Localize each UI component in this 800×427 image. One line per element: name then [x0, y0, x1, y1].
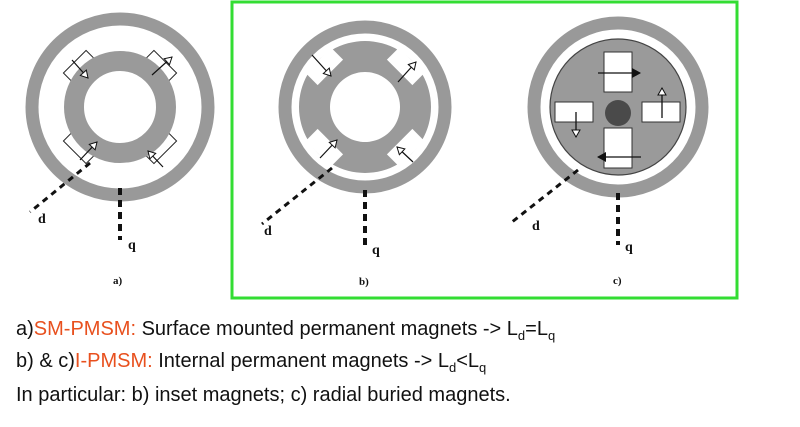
caption-particular: In particular: b) inset magnets; c) radi…: [16, 384, 511, 406]
panel-a-sm-pmsm: d q a): [25, 12, 215, 287]
magnetization-arrows: [571, 68, 667, 162]
interior-pm-frame: [230, 0, 739, 300]
magnetization-arrows: [311, 54, 417, 163]
panel-b-inset: d q b): [261, 20, 452, 288]
stator-ring: [25, 12, 215, 202]
panel-label: b): [359, 276, 369, 288]
caption-text: Internal permanent magnets -> L: [152, 350, 449, 372]
d-axis-label: d: [532, 219, 540, 234]
motor-diagram: d q a) d q b): [25, 0, 739, 300]
d-axis-label: d: [38, 212, 46, 227]
panel-label: c): [613, 275, 622, 287]
machine-type-label: SM-PMSM:: [33, 318, 137, 340]
caption-i-pmsm: b) & c)I-PMSM: Internal permanent magnet…: [16, 350, 486, 375]
subscript-q: q: [479, 360, 487, 375]
shaft: [605, 100, 631, 126]
q-axis-label: q: [128, 238, 136, 253]
buried-magnets: [554, 51, 681, 169]
d-axis-line: [511, 168, 579, 224]
magnetization-arrows: [71, 56, 173, 168]
rotor-annulus: [64, 51, 176, 163]
stator-ring: [278, 20, 452, 194]
stator-ring: [527, 16, 709, 198]
q-axis-label: q: [625, 240, 633, 255]
machine-type-label: I-PMSM:: [74, 350, 153, 372]
caption-prefix: a): [16, 318, 34, 340]
d-axis-line: [29, 161, 91, 214]
panel-label: a): [113, 275, 123, 287]
caption-sm-pmsm: a)SM-PMSM: Surface mounted permanent mag…: [16, 318, 555, 343]
panel-c-radial-buried: d q c): [511, 16, 709, 287]
caption-text: Surface mounted permanent magnets -> L: [136, 318, 518, 340]
subscript-d: d: [517, 328, 526, 343]
subscript-q: q: [547, 328, 556, 343]
subscript-d: d: [448, 360, 457, 375]
q-axis-label: q: [372, 243, 380, 258]
caption-prefix: b) & c): [16, 350, 75, 372]
inductance-relation: <L: [456, 350, 480, 372]
d-axis-label: d: [264, 224, 272, 239]
inductance-relation: =L: [525, 318, 548, 340]
d-axis-line: [261, 166, 333, 226]
